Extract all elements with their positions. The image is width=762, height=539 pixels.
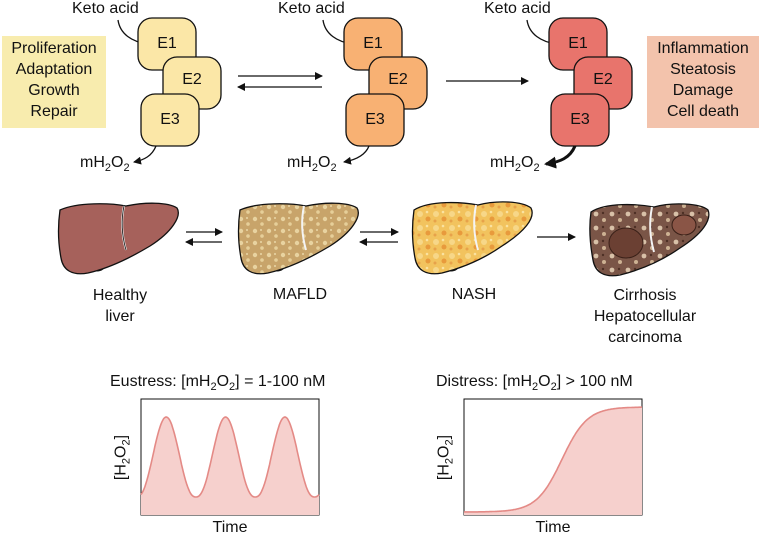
enzyme-e3-shape [550,93,610,147]
substrate-label-1: Keto acid [72,0,139,17]
eustress-curve-fill [141,417,319,515]
outcome-label: Proliferation [11,40,97,57]
product-label-1: mH2O2 [80,154,130,174]
enzyme-e3-shape [140,93,200,147]
product-arrow [343,145,370,165]
damage-outcomes-box: Inflammation Steatosis Damage Cell death [647,36,759,128]
distress-ylabel: [H2O2] [435,434,456,481]
enzyme-e2-label: E2 [182,71,202,88]
outcome-label: Steatosis [670,61,736,78]
distress-title: Distress: [mH2O2] > 100 nM [436,373,633,393]
outcome-label: Inflammation [657,40,749,57]
enzyme-e1-label: E1 [157,35,177,52]
product-label-3: mH2O2 [490,154,540,174]
substrate-label-3: Keto acid [484,0,551,17]
eustress-ylabel: [H2O2] [112,434,133,481]
product-label-2: mH2O2 [287,154,337,174]
enzyme-e3-shape [345,93,405,147]
product-arrow-bold [544,145,577,169]
enzyme-e2-label: E2 [388,71,408,88]
liver-healthy [57,202,179,275]
enzyme-e1-label: E1 [568,35,588,52]
outcome-label: Cell death [666,103,740,120]
enzyme-e3-label: E3 [160,111,180,128]
outcome-label: Adaptation [15,61,93,78]
enzyme-group-2 [322,17,428,165]
liver-mafld [237,202,359,275]
outcome-label: Repair [30,103,78,120]
distress-plot [463,398,643,516]
eustress-plot [140,398,320,516]
enzyme-group-1 [117,17,222,165]
substrate-label-2: Keto acid [278,0,345,17]
liver-row-arrows [185,228,576,246]
eustress-curve [140,416,320,498]
distress-curve [463,406,642,513]
liver-label-nash: NASH [451,286,497,303]
liver-label-mafld: MAFLD [272,286,328,303]
distress-curve-fill [464,407,642,515]
outcome-label: Damage [672,82,734,99]
outcome-label: Growth [28,82,80,99]
enzyme-e3-label: E3 [365,111,385,128]
liver-nash [411,201,533,275]
eustress-title: Eustress: [mH2O2] = 1-100 nM [110,373,326,393]
enzyme-e3-label: E3 [570,111,590,128]
enzyme-group-3 [526,17,633,169]
liver-cirrhosis [589,203,710,277]
top-row-arrows [237,72,529,91]
enzyme-e2-label: E2 [593,71,613,88]
product-arrow [133,145,157,165]
adaptive-outcomes-box: Proliferation Adaptation Growth Repair [2,36,106,128]
eustress-xlabel: Time [212,519,248,536]
enzyme-e1-label: E1 [363,35,383,52]
liver-label-healthy: Healthy liver [92,287,148,325]
distress-xlabel: Time [535,519,571,536]
liver-label-cirrhosis: Cirrhosis Hepatocellular carcinoma [593,287,697,346]
